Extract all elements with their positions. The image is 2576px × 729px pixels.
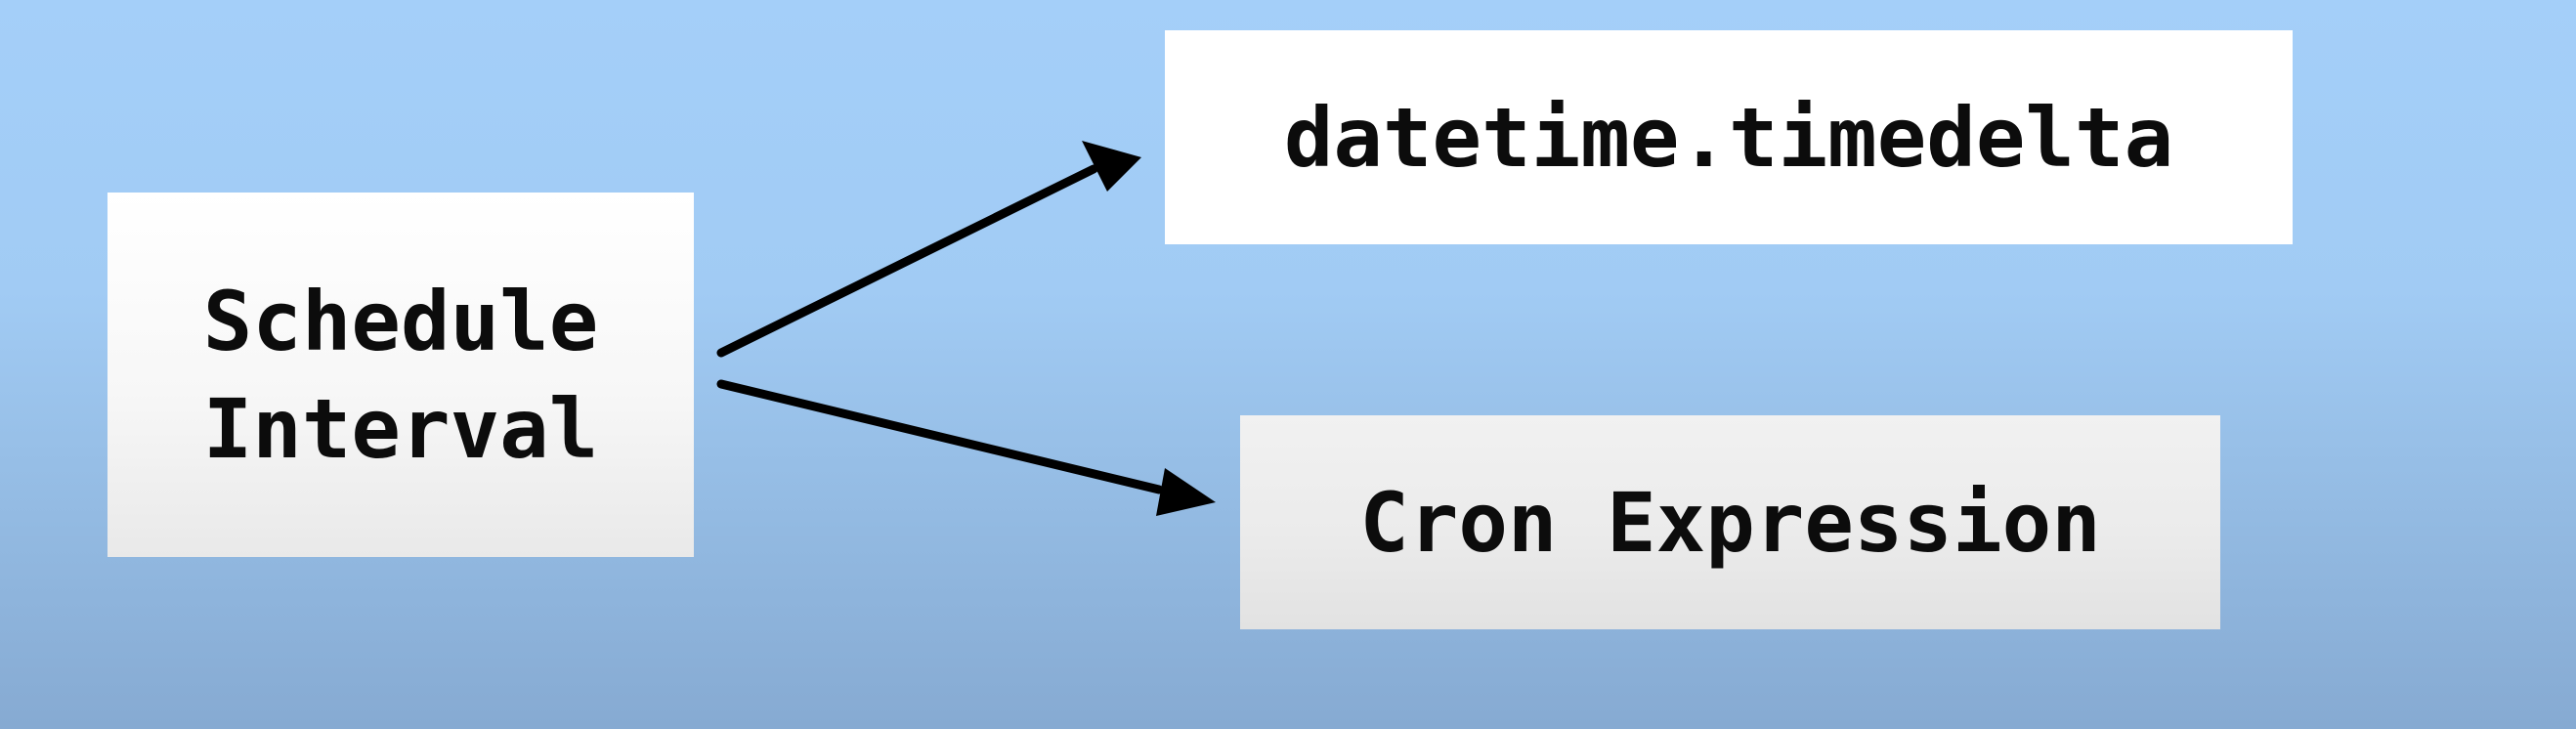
cron-expression-label: Cron Expression bbox=[1359, 474, 2101, 571]
schedule-interval-line-1: Schedule bbox=[202, 273, 599, 369]
timedelta-label: datetime.timedelta bbox=[1283, 89, 2174, 186]
schedule-interval-line-2: Interval bbox=[202, 380, 599, 477]
arrowhead-to-timedelta bbox=[1082, 141, 1141, 192]
timedelta-box: datetime.timedelta bbox=[1165, 30, 2293, 244]
arrow-to-timedelta bbox=[716, 164, 1098, 358]
arrow-to-cron bbox=[716, 379, 1164, 494]
cron-expression-box: Cron Expression bbox=[1240, 415, 2220, 629]
arrowhead-to-cron bbox=[1156, 468, 1216, 516]
schedule-interval-box: Schedule Interval bbox=[107, 193, 694, 557]
